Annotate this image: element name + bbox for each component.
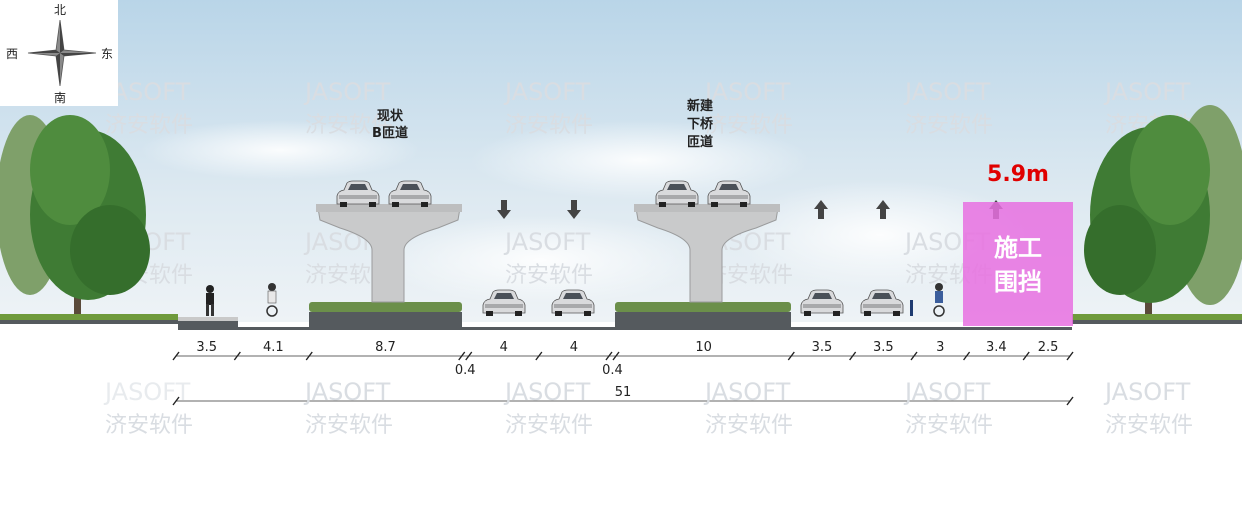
median-hedge [309,302,462,312]
trees-right [1084,105,1242,320]
new-ramp-label: 匝道 [687,134,713,150]
dimension-tick [1066,351,1074,361]
dimension-annotations: 3.5 4.1 8.7 0.4 4 4 0.4 10 3.5 3.5 3 3.4 2.5 51 [172,340,1074,406]
dimension-tick [305,351,313,361]
arrow-up-icon [814,200,828,219]
watermark-text: 济安软件 [305,113,393,138]
watermark-text: JASOFT [1103,378,1191,406]
watermark-text: 济安软件 [905,413,993,438]
cloud [380,215,700,305]
existing-ramp-label: B匝道 [372,125,408,141]
watermark-text: 济安软件 [1105,413,1193,438]
dimension-tick [605,351,613,361]
dimension-label: 0.4 [602,363,623,378]
watermark-text: 济安软件 [505,113,593,138]
dimension-label: 3 [936,340,944,355]
dimension-label: 2.5 [1038,340,1059,355]
dimension-label: 3.5 [196,340,217,355]
cyclist-icon [266,283,278,317]
dimension-tick [612,351,620,361]
trees-left [0,115,150,320]
dimension-label: 3.5 [812,340,833,355]
dimension-label: 4.1 [263,340,284,355]
dimension-tick [1022,351,1030,361]
dimension-tick [172,396,180,406]
dimension-label: 8.7 [375,340,396,355]
cyclist-icon [933,283,945,317]
compass-west: 西 [6,47,18,61]
dimension-tick [910,351,918,361]
arrow-up-icon [876,200,890,219]
total-dimension-label: 51 [615,385,632,400]
road-profile [0,312,1242,330]
compass-north: 北 [54,3,66,17]
new-ramp-label: 下桥 [687,116,714,132]
dimension-label: 4 [500,340,508,355]
median-hedge [615,302,791,312]
watermark-text: 济安软件 [705,413,793,438]
new-ramp-label: 新建 [687,98,713,114]
watermark-text: JASOFT [503,228,591,256]
watermark-text: JASOFT [1103,78,1191,106]
watermark-text: JASOFT [703,378,791,406]
dimension-label: 10 [695,340,712,355]
watermark-grid-lower: JASOFT 济安软件 JASOFT 济安软件 JASOFT 济安软件 JASO… [103,378,1193,438]
watermark-text: 济安软件 [105,413,193,438]
watermark-text: JASOFT [903,78,991,106]
bollard [910,300,913,316]
watermark-text: 济安软件 [105,113,193,138]
existing-ramp-viaduct [316,180,462,303]
dimension-tick [787,351,795,361]
cloud [730,180,1030,290]
dimension-tick [535,351,543,361]
watermark-text: JASOFT [103,378,191,406]
compass-south: 南 [54,90,66,105]
dimension-label: 3.4 [986,340,1007,355]
watermark-text: JASOFT [303,378,391,406]
dimension-tick [465,351,473,361]
dimension-label: 0.4 [455,363,476,378]
arrow-down-icon [567,200,581,219]
watermark-text: 济安软件 [305,413,393,438]
dimension-tick [1066,396,1074,406]
watermark-text: 济安软件 [905,113,993,138]
cloud [140,120,420,180]
compass-east: 东 [101,47,113,61]
grass-strip [0,314,178,320]
compass-rose-icon [28,20,96,86]
clearance-height-label: 5.9m [987,162,1049,187]
hoarding-label: 围挡 [994,268,1042,296]
existing-ramp-label: 现状 [377,108,404,124]
dimension-tick [849,351,857,361]
watermark-text: 济安软件 [505,263,593,288]
arrow-down-icon [497,200,511,219]
hoarding-label: 施工 [994,234,1042,262]
compass: 北 南 西 东 [0,0,118,106]
watermark-text: JASOFT [903,378,991,406]
watermark-text: 济安软件 [505,413,593,438]
grass-strip [1072,314,1242,320]
dimension-label: 3.5 [873,340,894,355]
watermark-text: JASOFT [303,78,391,106]
watermark-text: JASOFT [503,378,591,406]
watermark-text: 济安软件 [705,113,793,138]
dimension-tick [233,351,241,361]
dimension-tick [172,351,180,361]
construction-hoarding [963,202,1073,326]
watermark-text: JASOFT [503,78,591,106]
watermark-text: JASOFT [703,78,791,106]
dimension-tick [458,351,466,361]
pedestrian-icon [206,285,214,316]
dimension-tick [963,351,971,361]
sidewalk [178,317,238,321]
dimension-label: 4 [570,340,578,355]
new-ramp-viaduct [634,180,780,303]
ground-base [0,322,1242,514]
cloud [470,120,810,200]
